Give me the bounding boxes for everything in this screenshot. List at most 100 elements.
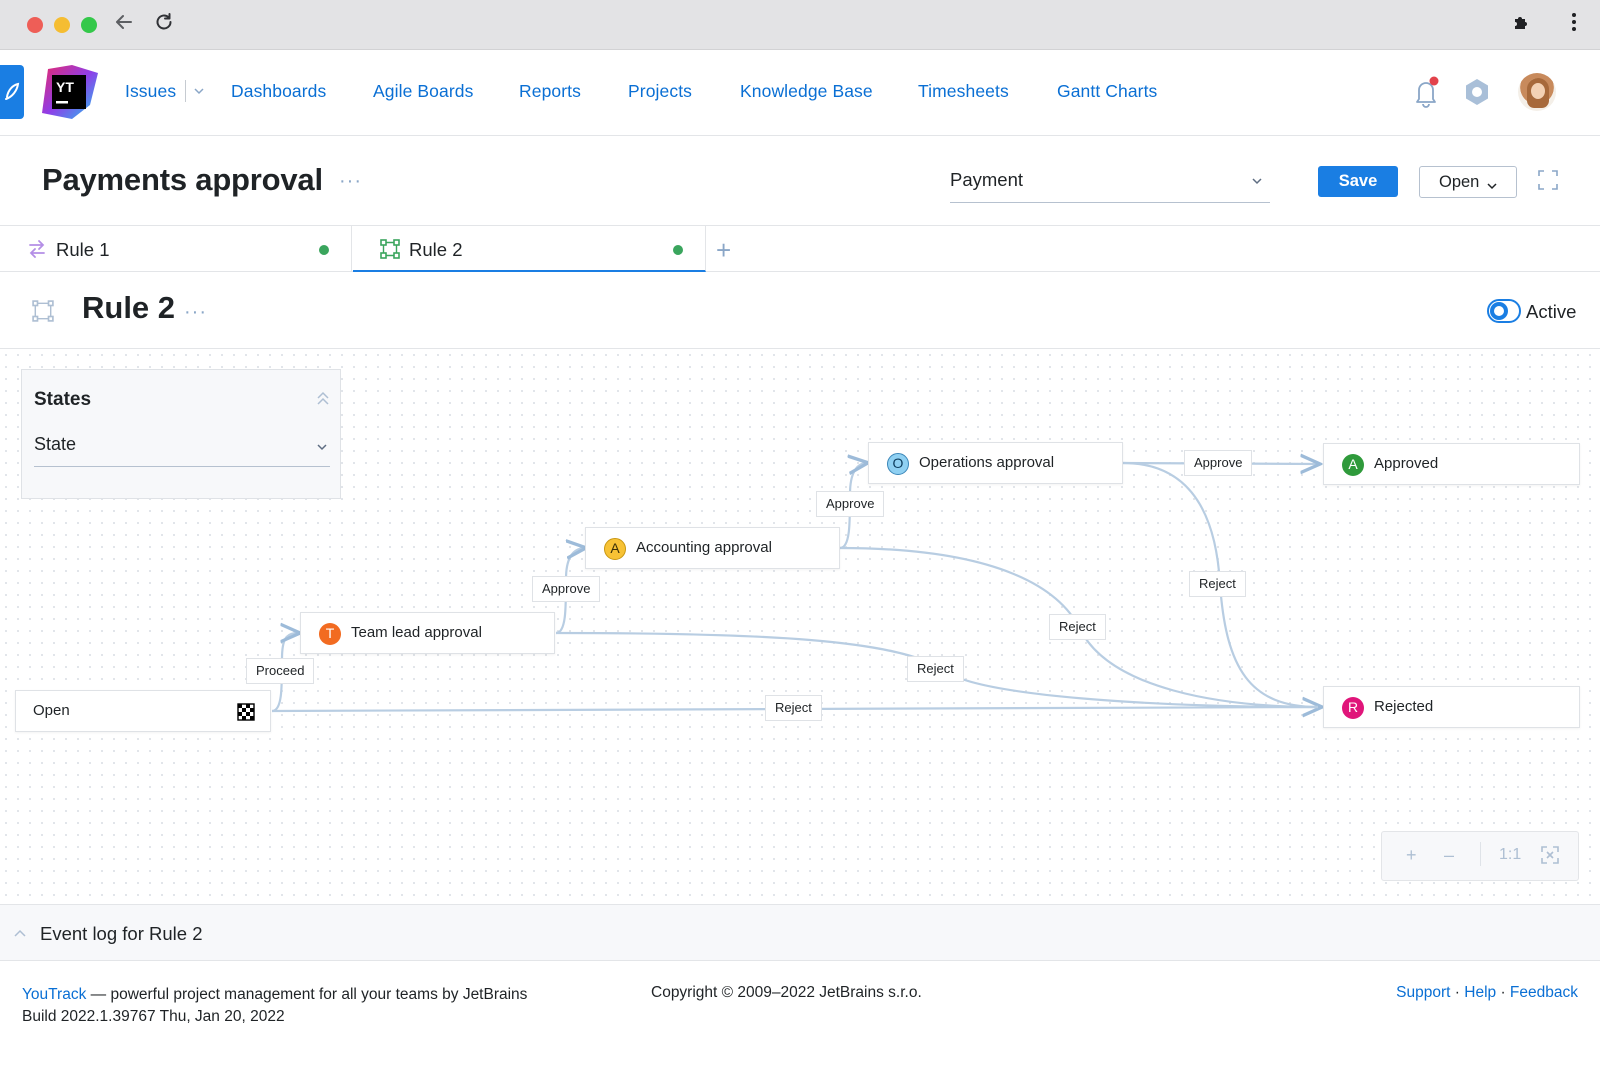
footer-copyright: Copyright © 2009–2022 JetBrains s.r.o. bbox=[651, 984, 922, 1001]
chevron-up-icon bbox=[13, 926, 27, 944]
active-label: Active bbox=[1526, 301, 1577, 322]
transition-label-reject[interactable]: Reject bbox=[1189, 571, 1246, 597]
fullscreen-icon[interactable] bbox=[1538, 170, 1558, 195]
initial-state-flag-icon bbox=[237, 703, 255, 726]
support-link[interactable]: Support bbox=[1396, 984, 1451, 1001]
back-arrow-icon[interactable] bbox=[110, 11, 138, 39]
state-field-select[interactable]: State bbox=[34, 430, 330, 467]
nav-reports[interactable]: Reports bbox=[519, 81, 581, 101]
add-rule-button[interactable]: + bbox=[716, 235, 732, 265]
youtrack-logo[interactable]: YT bbox=[42, 65, 98, 119]
transition-label-approve[interactable]: Approve bbox=[1184, 450, 1253, 476]
transition-label-proceed[interactable]: Proceed bbox=[246, 658, 315, 684]
nav-gantt-charts[interactable]: Gantt Charts bbox=[1057, 81, 1158, 101]
chevron-down-icon bbox=[1250, 174, 1264, 193]
state-node-open[interactable]: Open bbox=[15, 690, 271, 732]
tab-label: Rule 1 bbox=[56, 239, 110, 260]
transition-label-approve[interactable]: Approve bbox=[816, 491, 885, 517]
zoom-out-button[interactable]: – bbox=[1444, 845, 1455, 865]
footer-build: Build 2022.1.39767 Thu, Jan 20, 2022 bbox=[22, 1007, 285, 1025]
state-badge: R bbox=[1342, 697, 1364, 719]
footer-separator: · bbox=[1450, 984, 1465, 1001]
chevron-down-icon bbox=[316, 440, 328, 458]
footer-separator: · bbox=[1496, 984, 1510, 1001]
state-badge: O bbox=[887, 453, 909, 475]
transition-label-reject[interactable]: Reject bbox=[907, 656, 964, 682]
zoom-controls: + – 1:1 bbox=[1381, 831, 1579, 881]
state-badge: T bbox=[319, 623, 341, 645]
nav-timesheets[interactable]: Timesheets bbox=[918, 81, 1009, 101]
chevron-down-icon[interactable] bbox=[192, 84, 206, 98]
minimize-window-dot[interactable] bbox=[54, 17, 70, 33]
workflow-diagram-icon bbox=[32, 300, 54, 327]
footer-about: YouTrack — powerful project management f… bbox=[22, 984, 542, 1027]
notifications-bell-icon[interactable] bbox=[1411, 75, 1441, 114]
tab-label: Rule 2 bbox=[409, 239, 463, 260]
svg-text:YT: YT bbox=[56, 79, 74, 95]
open-button[interactable]: Open bbox=[1419, 166, 1517, 198]
nav-divider bbox=[185, 80, 186, 102]
zoom-window-dot[interactable] bbox=[81, 17, 97, 33]
state-machine-icon bbox=[27, 239, 47, 264]
active-toggle-icon[interactable] bbox=[1487, 298, 1521, 324]
nav-knowledge-base[interactable]: Knowledge Base bbox=[740, 81, 873, 101]
whats-new-tab[interactable] bbox=[0, 65, 24, 119]
open-button-label: Open bbox=[1439, 172, 1480, 191]
state-node-accounting-approval[interactable]: A Accounting approval bbox=[585, 527, 840, 569]
help-link[interactable]: Help bbox=[1464, 984, 1497, 1001]
rule-title: Rule 2 bbox=[82, 290, 176, 325]
close-window-dot[interactable] bbox=[27, 17, 43, 33]
issue-type-select[interactable]: Payment bbox=[950, 161, 1270, 203]
states-panel: States State bbox=[21, 369, 341, 499]
youtrack-link[interactable]: YouTrack bbox=[22, 986, 87, 1003]
workflow-canvas[interactable]: States State Open T Team lead approval bbox=[0, 348, 1600, 904]
issue-type-value: Payment bbox=[950, 169, 1024, 190]
tab-rule-2[interactable]: Rule 2 bbox=[353, 226, 706, 272]
nav-agile-boards[interactable]: Agile Boards bbox=[373, 81, 474, 101]
chevron-down-icon bbox=[1486, 178, 1498, 197]
state-node-label: Rejected bbox=[1374, 698, 1434, 715]
title-more-menu[interactable]: ··· bbox=[339, 170, 362, 192]
rule-more-menu[interactable]: ··· bbox=[184, 301, 207, 323]
event-log-label: Event log for Rule 2 bbox=[40, 923, 203, 944]
state-node-rejected[interactable]: R Rejected bbox=[1323, 686, 1580, 728]
transition-label-reject[interactable]: Reject bbox=[765, 695, 822, 721]
state-node-label: Team lead approval bbox=[351, 624, 482, 641]
nav-issues[interactable]: Issues bbox=[125, 81, 177, 101]
state-field-value: State bbox=[34, 434, 77, 454]
state-badge: A bbox=[1342, 454, 1364, 476]
nav-projects[interactable]: Projects bbox=[628, 81, 693, 101]
state-node-label: Operations approval bbox=[919, 454, 1055, 471]
browser-toolbar bbox=[0, 0, 1600, 50]
rule-tabs: Rule 1 Rule 2 + bbox=[0, 225, 1600, 272]
fit-to-screen-icon[interactable] bbox=[1540, 845, 1560, 870]
zoom-reset-button[interactable]: 1:1 bbox=[1499, 846, 1522, 863]
state-badge: A bbox=[604, 538, 626, 560]
footer-links: Support · Help · Feedback bbox=[1396, 984, 1578, 1002]
app-header: YT Issues Dashboards Agile Boards Report… bbox=[0, 50, 1600, 136]
browser-menu-icon[interactable] bbox=[1560, 11, 1588, 39]
states-panel-title: States bbox=[34, 389, 92, 410]
state-node-label: Accounting approval bbox=[636, 539, 772, 556]
help-center-icon[interactable] bbox=[1463, 77, 1491, 112]
state-node-approved[interactable]: A Approved bbox=[1323, 443, 1580, 485]
collapse-up-icon[interactable] bbox=[316, 390, 330, 411]
reload-icon[interactable] bbox=[150, 11, 178, 39]
state-node-label: Open bbox=[33, 702, 70, 719]
footer-tagline: — powerful project management for all yo… bbox=[86, 986, 528, 1003]
extensions-puzzle-icon[interactable] bbox=[1508, 11, 1536, 39]
state-node-operations-approval[interactable]: O Operations approval bbox=[868, 442, 1123, 484]
state-node-team-lead-approval[interactable]: T Team lead approval bbox=[300, 612, 555, 654]
save-button[interactable]: Save bbox=[1318, 166, 1398, 197]
feedback-link[interactable]: Feedback bbox=[1509, 984, 1578, 1001]
zoom-in-button[interactable]: + bbox=[1406, 845, 1417, 865]
avatar[interactable] bbox=[1518, 73, 1556, 111]
page-title: Payments approval bbox=[42, 162, 323, 197]
nav-dashboards[interactable]: Dashboards bbox=[231, 81, 327, 101]
transition-label-reject[interactable]: Reject bbox=[1049, 614, 1106, 640]
workflow-diagram-icon bbox=[380, 239, 400, 264]
transition-label-approve[interactable]: Approve bbox=[532, 576, 601, 602]
state-node-label: Approved bbox=[1374, 455, 1439, 472]
tab-rule-1[interactable]: Rule 1 bbox=[0, 226, 352, 272]
event-log-toggle[interactable]: Event log for Rule 2 bbox=[0, 904, 1600, 961]
